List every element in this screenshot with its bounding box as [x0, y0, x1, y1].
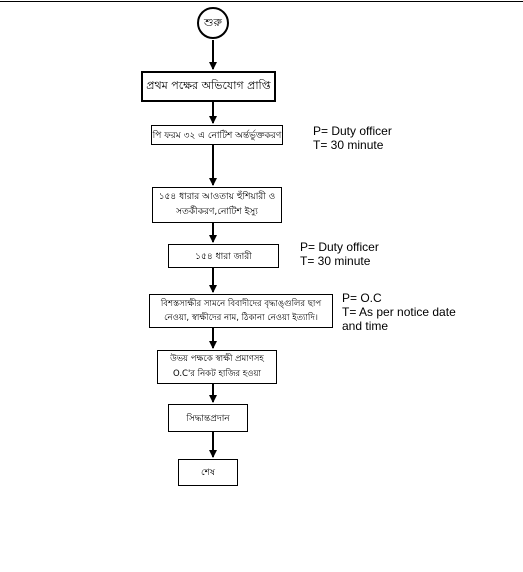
step-decision: সিদ্ধান্তপ্রদান	[168, 404, 248, 432]
step-complaint-received: প্রথম পক্ষের অভিযোগ প্রাপ্তি	[141, 71, 276, 102]
note-person: P= Duty officer	[313, 124, 392, 138]
step-label-line1: উভয় পক্ষকে স্বাক্ষী প্রমাণসহ	[170, 354, 264, 364]
top-border-line	[0, 1, 523, 2]
step-label: প্রথম পক্ষের অভিযোগ প্রাপ্তি	[146, 79, 271, 92]
note-section-154: P= Duty officer T= 30 minute	[300, 240, 379, 268]
step-label-line2: O.C'র নিকট হাজির হওয়া	[172, 369, 261, 379]
step-label-line2: নেওয়া, স্বাক্ষীদের নাম, ঠিকানা নেওয়া ই…	[164, 313, 318, 323]
start-node: শুরু	[197, 7, 229, 39]
note-person: P= O.C	[342, 291, 382, 305]
note-time: T= As per notice date	[342, 305, 456, 319]
step-label: পি ফরম ৩২ এ নোটিশ অর্ন্তর্ভুক্তকরণ	[152, 130, 282, 141]
step-label: সিদ্ধান্তপ্রদান	[186, 413, 230, 424]
note-time: T= 30 minute	[300, 254, 371, 268]
note-time: T= 30 minute	[313, 138, 384, 152]
end-node: শেষ	[178, 459, 238, 486]
step-label: ১৫৪ ধারা জারী	[195, 251, 252, 262]
step-appear-before-oc: উভয় পক্ষকে স্বাক্ষী প্রমাণসহ O.C'র নিকট…	[157, 350, 277, 384]
step-section-154-issued: ১৫৪ ধারা জারী	[168, 244, 279, 268]
step-label-line1: ১৫৪ ধারার আওতায় হুঁশিয়ারী ও	[158, 192, 276, 202]
note-fingerprint: P= O.C T= As per notice date and time	[342, 291, 456, 333]
start-label: শুরু	[204, 15, 222, 29]
note-person: P= Duty officer	[300, 240, 379, 254]
step-label-line2: সতর্কীকরণ,নোটিশ ইস্যু	[176, 207, 258, 217]
step-label-line1: বিশস্তসাক্ষীর সামনে বিবাদীদের বৃদ্ধাঙ্গু…	[160, 299, 322, 309]
step-fingerprint-collection: বিশস্তসাক্ষীর সামনে বিবাদীদের বৃদ্ধাঙ্গু…	[149, 294, 333, 328]
note-notice-form: P= Duty officer T= 30 minute	[313, 124, 392, 152]
end-label: শেষ	[201, 468, 215, 478]
step-warning-notice: ১৫৪ ধারার আওতায় হুঁশিয়ারী ও সতর্কীকরণ,…	[152, 187, 282, 223]
note-time-continued: and time	[342, 319, 389, 333]
step-notice-form: পি ফরম ৩২ এ নোটিশ অর্ন্তর্ভুক্তকরণ	[151, 125, 283, 145]
